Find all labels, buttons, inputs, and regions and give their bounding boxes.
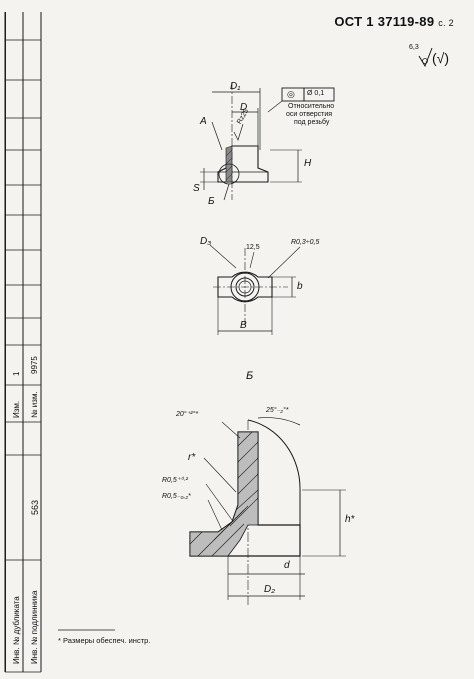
radius-r: r*: [188, 452, 196, 463]
dim-h-star: h*: [345, 514, 355, 525]
tolerance-symbol: ◎: [287, 89, 295, 99]
dim-s: S: [193, 183, 200, 194]
tolerance-note-3: под резьбу: [294, 119, 330, 126]
angle-25: 25°₋₂°*: [266, 407, 289, 414]
tolerance-note-1: Относительно: [288, 103, 335, 110]
dim-h: H: [304, 158, 312, 169]
section-b: Б: [208, 196, 215, 207]
page-number: с. 2: [438, 18, 454, 28]
plan-roughness-label: 12,5: [246, 244, 260, 251]
leader-a: A: [200, 116, 207, 127]
standard-header: ОСТ 1 37119-89 с. 2: [334, 14, 454, 29]
dim-d1: D₁: [230, 81, 241, 92]
tolerance-value: Ø 0,1: [307, 90, 325, 97]
dim-d-small: d: [284, 560, 290, 571]
standard-number: ОСТ 1 37119-89: [334, 14, 435, 29]
plan-radius-label: R0,3÷0,5: [291, 239, 320, 246]
dim-d: D: [240, 102, 248, 113]
tolerance-note-2: оси отверстия: [286, 111, 333, 118]
footnote: * Размеры обеспеч. инстр.: [58, 636, 151, 645]
dim-d3: D₃: [200, 236, 212, 247]
dim-d2: D₂: [264, 584, 276, 595]
radius-05-1: R0,5⁺⁰·²: [162, 477, 188, 484]
roughness-note: (√): [432, 50, 450, 66]
radius-05-2: R0,5₋₀,₂*: [162, 493, 191, 500]
angle-20: 20°⁺²°*: [176, 411, 199, 418]
detail-title: Б: [246, 370, 254, 382]
dim-b-lower: b: [297, 281, 303, 292]
roughness-value: 6,3: [409, 44, 419, 51]
dim-b-upper: B: [240, 320, 247, 331]
